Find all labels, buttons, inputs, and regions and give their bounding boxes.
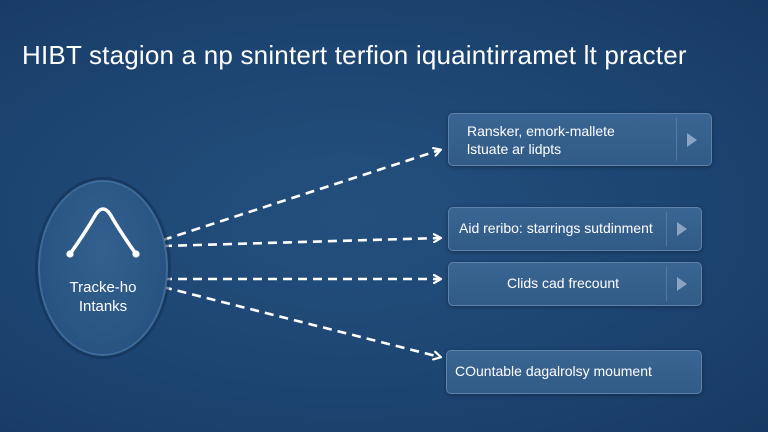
- play-arrow-icon[interactable]: [677, 222, 687, 236]
- arrow-to-target-2: [162, 238, 440, 248]
- target-box-4[interactable]: COuntable dagalrolsy moument: [446, 350, 702, 394]
- peak-chart-icon: [66, 207, 140, 258]
- target-box-4-label: COuntable dagalrolsy moument: [455, 363, 652, 379]
- arrow-to-target-4: [162, 285, 440, 357]
- target-box-1-line2: lstuate ar lidpts: [467, 141, 562, 157]
- source-label: Tracke-ho Intanks: [69, 279, 137, 315]
- play-arrow-icon[interactable]: [687, 132, 697, 147]
- play-arrow-icon[interactable]: [677, 277, 687, 291]
- target-box-2[interactable]: Aid reribo: starrings sutdinment: [448, 207, 702, 251]
- page-title: HIBT stagion a np snintert terfion iquai…: [22, 40, 687, 70]
- target-box-3-label: Clids cad frecount: [507, 275, 620, 291]
- arrow-to-target-1: [162, 150, 440, 242]
- target-box-1-line1: Ransker, emork-mallete: [467, 123, 615, 139]
- source-node: Tracke-ho Intanks: [38, 180, 168, 356]
- target-box-1[interactable]: Ransker, emork-mallete lstuate ar lidpts: [448, 113, 712, 166]
- target-box-3[interactable]: Clids cad frecount: [448, 262, 702, 306]
- target-box-2-label: Aid reribo: starrings sutdinment: [459, 220, 653, 236]
